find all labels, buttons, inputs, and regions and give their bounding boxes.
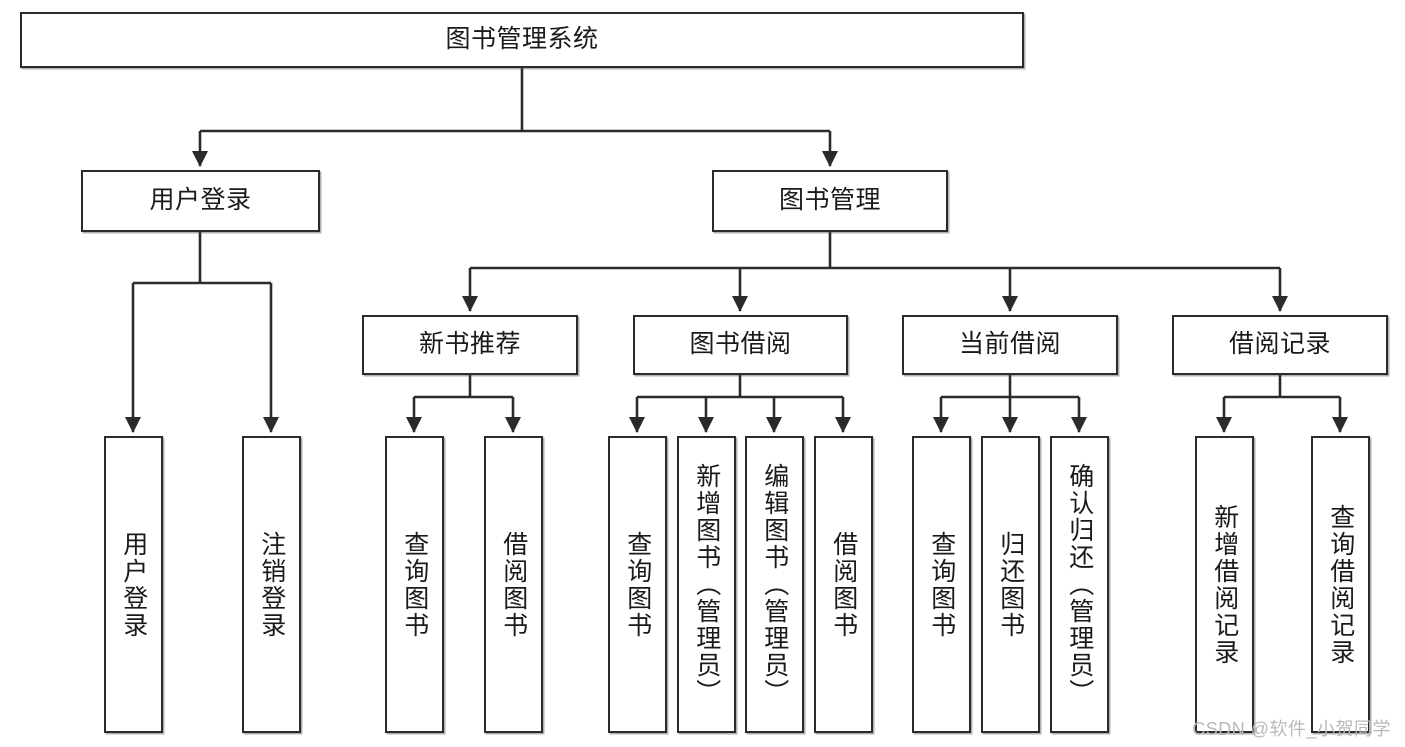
node-leaf-confirm-return-label: 确认归还（管理员） (1065, 463, 1094, 706)
node-leaf-query-book-1-label: 查询图书 (400, 530, 429, 639)
node-borrow-record-label: 借阅记录 (1228, 330, 1331, 359)
node-book-manage[interactable]: 图书管理 (712, 170, 948, 232)
node-leaf-return-book-label: 归还图书 (996, 530, 1025, 639)
node-leaf-borrow-book-2-label: 借阅图书 (829, 530, 858, 639)
node-book-borrow[interactable]: 图书借阅 (633, 315, 848, 375)
node-leaf-edit-book[interactable]: 编辑图书（管理员） (745, 436, 804, 733)
csdn-watermark: CSDN @软件_小贺同学 (1192, 719, 1391, 739)
node-leaf-borrow-book-1-label: 借阅图书 (499, 530, 528, 639)
node-leaf-add-record[interactable]: 新增借阅记录 (1195, 436, 1254, 733)
node-leaf-query-record-label: 查询借阅记录 (1326, 503, 1355, 666)
node-leaf-borrow-book-2[interactable]: 借阅图书 (814, 436, 873, 733)
node-leaf-query-book-2-label: 查询图书 (623, 530, 652, 639)
node-leaf-user-login-label: 用户登录 (119, 530, 148, 639)
node-leaf-edit-book-label: 编辑图书（管理员） (760, 463, 789, 706)
node-leaf-query-book-1[interactable]: 查询图书 (385, 436, 444, 733)
node-book-manage-label: 图书管理 (778, 186, 881, 215)
node-leaf-return-book[interactable]: 归还图书 (981, 436, 1040, 733)
node-current-borrow-label: 当前借阅 (958, 330, 1061, 359)
node-user-login-label: 用户登录 (149, 186, 252, 215)
node-leaf-user-login[interactable]: 用户登录 (104, 436, 163, 733)
node-leaf-query-book-3-label: 查询图书 (927, 530, 956, 639)
node-leaf-query-record[interactable]: 查询借阅记录 (1311, 436, 1370, 733)
node-user-login[interactable]: 用户登录 (81, 170, 320, 232)
node-current-borrow[interactable]: 当前借阅 (902, 315, 1118, 375)
node-root-label: 图书管理系统 (445, 25, 599, 54)
node-borrow-record[interactable]: 借阅记录 (1172, 315, 1388, 375)
node-new-book-rec-label: 新书推荐 (418, 330, 521, 359)
node-leaf-borrow-book-1[interactable]: 借阅图书 (484, 436, 543, 733)
node-leaf-query-book-2[interactable]: 查询图书 (608, 436, 667, 733)
node-leaf-query-book-3[interactable]: 查询图书 (912, 436, 971, 733)
node-book-borrow-label: 图书借阅 (689, 330, 792, 359)
node-leaf-add-book-label: 新增图书（管理员） (692, 463, 721, 706)
node-leaf-confirm-return[interactable]: 确认归还（管理员） (1050, 436, 1109, 733)
node-new-book-rec[interactable]: 新书推荐 (362, 315, 578, 375)
node-leaf-add-record-label: 新增借阅记录 (1210, 503, 1239, 666)
node-leaf-logout[interactable]: 注销登录 (242, 436, 301, 733)
node-leaf-logout-label: 注销登录 (257, 530, 286, 639)
node-leaf-add-book[interactable]: 新增图书（管理员） (677, 436, 736, 733)
node-root[interactable]: 图书管理系统 (20, 12, 1024, 68)
